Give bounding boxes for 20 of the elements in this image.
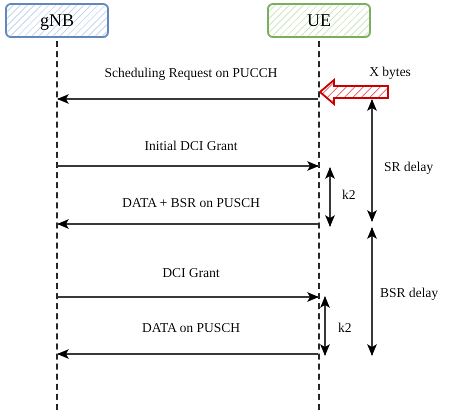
delay-label: k2 [342,187,356,203]
edge-label: DATA + BSR on PUSCH [121,195,261,211]
participant-box: gNB [5,3,109,38]
lifeline [56,41,58,410]
edge-label: X bytes [368,64,412,80]
block-arrow [318,78,389,106]
message-arrow [58,292,319,302]
participant-box: UE [267,3,371,38]
delay-label: BSR delay [380,285,438,301]
edge-label: DCI Grant [161,265,221,281]
edge-label: Initial DCI Grant [144,138,238,154]
edge-label: Scheduling Request on PUCCH [104,65,278,81]
edge-label: DATA on PUSCH [141,320,241,336]
lifeline [318,41,320,410]
message-arrow [57,94,318,104]
message-arrow [58,161,319,171]
message-arrow [57,349,318,359]
delay-label: SR delay [384,159,434,175]
delay-label: k2 [338,320,352,336]
message-arrow [57,219,318,229]
